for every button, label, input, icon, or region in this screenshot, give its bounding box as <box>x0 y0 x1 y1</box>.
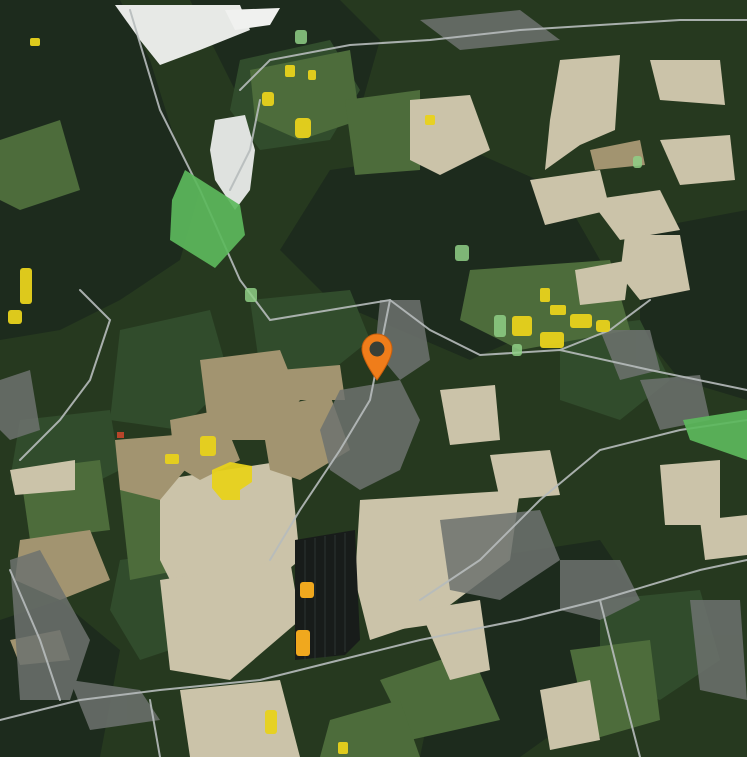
map-pin-icon <box>361 333 393 381</box>
orange-zones <box>296 582 314 656</box>
dark-striped-field <box>295 530 360 660</box>
urban-areas <box>0 10 747 730</box>
light-green-zones <box>245 30 642 356</box>
red-zone <box>117 432 124 438</box>
road-network <box>0 9 747 757</box>
location-marker-pin[interactable] <box>361 333 393 381</box>
yellow-zones <box>8 38 610 754</box>
quarry-area <box>115 5 280 210</box>
green-zones <box>170 170 747 460</box>
